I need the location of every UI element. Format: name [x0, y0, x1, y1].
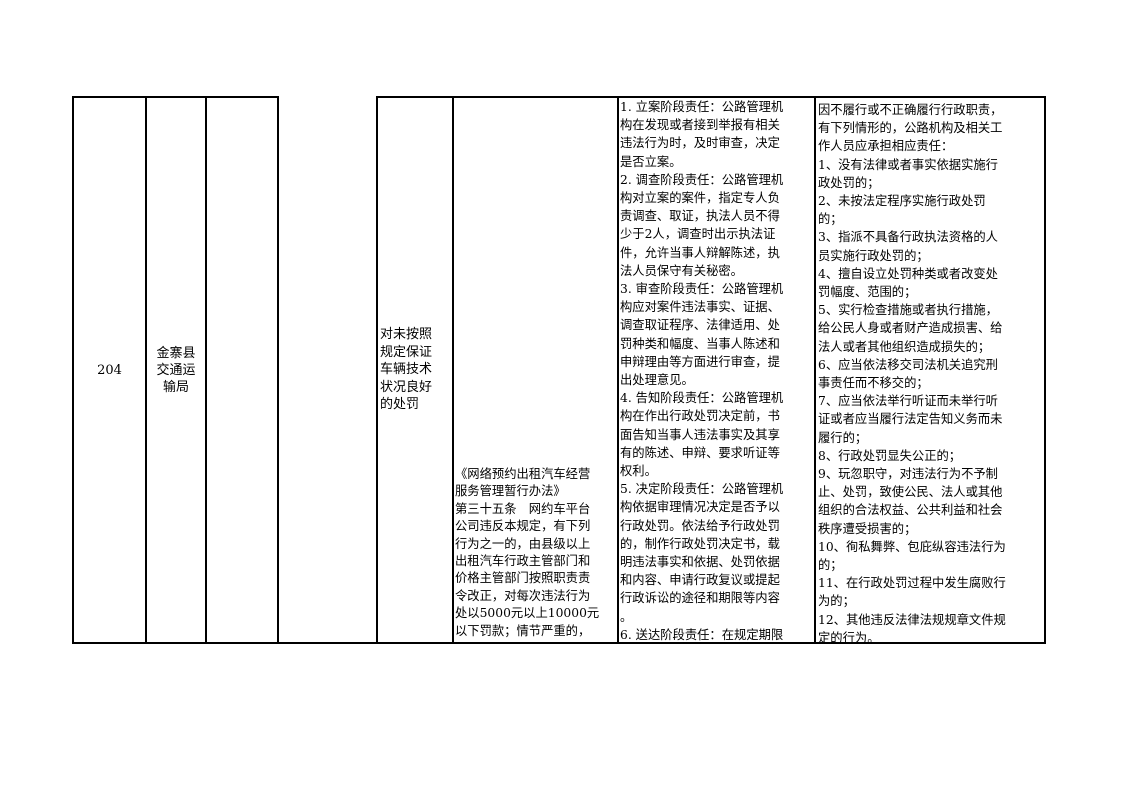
accountability-line: 12、其他违反法律法规规章文件规: [818, 612, 1006, 627]
responsibility-line: 件，允许当事人辩解陈述，执: [620, 245, 780, 260]
column-divider-7: [814, 96, 816, 644]
basis-line: 以下罚款；情节严重的，: [455, 623, 591, 638]
responsibility-line: 的，制作行政处罚决定书，载: [620, 536, 780, 551]
item-name: 对未按照 规定保证 车辆技术 状况良好 的处罚: [380, 326, 432, 414]
accountability-line: 组织的合法权益、公共利益和社会: [818, 503, 1003, 518]
responsibility-line: 责调查、取证，执法人员不得: [620, 209, 780, 224]
responsibility-line: 是否立案。: [620, 154, 682, 169]
accountability-line: 作人员应承担相应责任：: [818, 139, 954, 154]
column-divider-5: [452, 96, 454, 644]
department-line: 交通运: [156, 362, 196, 378]
legal-basis-cell: 《网络预约出租汽车经营 服务管理暂行办法》 第三十五条 网约车平台 公司违反本规…: [455, 466, 617, 650]
accountability-line: 为的；: [818, 594, 855, 609]
accountability-line: 4、擅自设立处罚种类或者改变处: [818, 266, 998, 281]
responsibility-line: 5. 决定阶段责任：公路管理机: [620, 482, 784, 497]
responsibility-line: 行政诉讼的途径和期限等内容: [620, 591, 780, 606]
responsibility-line: 构在作出行政处罚决定前，书: [620, 409, 780, 424]
item-line: 的处罚: [380, 397, 420, 413]
responsibility-line: 构依据审理情况决定是否予以: [620, 500, 780, 515]
item-line: 车辆技术: [380, 362, 433, 378]
responsibility-line: 构在发现或者接到举报有相关: [620, 118, 780, 133]
accountability-line: 有下列情形的，公路机构及相关工: [818, 121, 1003, 136]
accountability-line: 7、应当依法举行听证而未举行听: [818, 394, 998, 409]
responsibility-line: 行政处罚。依法给予行政处罚: [620, 518, 780, 533]
responsibility-line: 少于2人，调查时出示执法证: [620, 227, 776, 242]
basis-line: 令改正，对每次违法行为: [455, 588, 591, 603]
item-line: 规定保证: [380, 344, 433, 360]
item-line: 状况良好: [380, 379, 433, 395]
basis-line: 第三十五条 网约车平台: [455, 501, 591, 516]
responsibility-line: 违法行为时，及时审查，决定: [620, 136, 780, 151]
responsibility-line: 面告知当事人违法事实及其享: [620, 427, 780, 442]
responsibility-line: 3. 审查阶段责任：公路管理机: [620, 282, 784, 297]
basis-line: 公司违反本规定，有下列: [455, 519, 591, 534]
responsibility-line: 出处理意见。: [620, 373, 694, 388]
accountability-cell: 因不履行或不正确履行行政职责， 有下列情形的，公路机构及相关工 作人员应承担相应…: [818, 101, 1044, 642]
basis-line: 行为之一的，由县级以上: [455, 536, 591, 551]
responsibility-line: 构应对案件违法事实、证据、: [620, 300, 780, 315]
accountability-line: 止、处罚，致使公民、法人或其他: [818, 485, 1003, 500]
column-divider-1: [145, 96, 147, 644]
accountability-line: 因不履行或不正确履行行政职责，: [818, 103, 1003, 117]
accountability-line: 10、徇私舞弊、包庇纵容违法行为: [818, 539, 1006, 554]
responsibility-line: 6. 送达阶段责任：在规定期限: [620, 627, 784, 642]
item-line: 对未按照: [380, 327, 433, 343]
row-number: 204: [74, 98, 145, 642]
department-name: 金寨县 交通运 输局: [156, 345, 195, 396]
basis-line: 服务管理暂行办法》: [455, 484, 566, 499]
accountability-line: 员实施行政处罚的；: [818, 248, 929, 263]
department-cell: 金寨县 交通运 输局: [147, 98, 205, 642]
accountability-line: 的；: [818, 558, 843, 573]
responsibility-cell: 1. 立案阶段责任：公路管理机 构在发现或者接到举报有相关 违法行为时，及时审查…: [620, 98, 814, 650]
basis-line: 价格主管部门按照职责责: [455, 571, 591, 586]
accountability-line: 事责任而不移交的；: [818, 376, 929, 391]
responsibility-line: 申辩理由等方面进行审查，提: [620, 354, 780, 369]
accountability-line: 法人或者其他组织造成损失的；: [818, 339, 991, 354]
responsibility-line: 构对立案的案件，指定专人负: [620, 191, 780, 206]
accountability-line: 11、在行政处罚过程中发生腐败行: [818, 576, 1006, 591]
accountability-line: 5、实行检查措施或者执行措施，: [818, 303, 998, 318]
accountability-line: 秩序遭受损害的；: [818, 521, 917, 536]
responsibility-line: 权利。: [620, 464, 657, 479]
item-name-cell: 对未按照 规定保证 车辆技术 状况良好 的处罚: [380, 98, 452, 642]
responsibility-line: 1. 立案阶段责任：公路管理机: [620, 100, 784, 114]
accountability-line: 履行的；: [818, 430, 868, 445]
responsibility-line: 4. 告知阶段责任：公路管理机: [620, 391, 784, 406]
accountability-line: 8、行政处罚显失公正的；: [818, 448, 962, 463]
accountability-line: 的；: [818, 212, 843, 227]
responsibility-line: 调查取证程序、法律适用、处: [620, 318, 780, 333]
accountability-line: 1、没有法律或者事实依据实施行: [818, 157, 998, 172]
responsibility-line: 和内容、申请行政复议或提起: [620, 573, 780, 588]
responsibility-line: 罚种类和幅度、当事人陈述和: [620, 336, 780, 351]
accountability-line: 给公民人身或者财产造成损害、给: [818, 321, 1003, 336]
responsibility-line: 2. 调查阶段责任：公路管理机: [620, 172, 784, 187]
basis-line: 处以5000元以上10000元: [455, 606, 600, 621]
responsibility-line: 。: [620, 609, 633, 624]
column-divider-3: [277, 96, 279, 644]
responsibility-line: 明违法事实和依据、处罚依据: [620, 555, 780, 570]
table-border-right: [1044, 96, 1046, 644]
accountability-line: 政处罚的；: [818, 175, 880, 190]
row-top-border-left: [72, 96, 278, 98]
basis-line: 《网络预约出租汽车经营: [455, 467, 591, 481]
row-bottom-border: [72, 642, 1046, 644]
row-top-border-right: [376, 96, 1046, 98]
department-line: 金寨县: [156, 345, 196, 361]
responsibility-line: 法人员保守有关秘密。: [620, 263, 743, 278]
accountability-line: 3、指派不具备行政执法资格的人: [818, 230, 998, 245]
accountability-line: 证或者应当履行法定告知义务而未: [818, 412, 1003, 427]
accountability-line: 6、应当依法移交司法机关追究刑: [818, 357, 998, 372]
table-border-left: [72, 96, 74, 644]
column-divider-4: [376, 96, 378, 644]
accountability-line: 罚幅度、范围的；: [818, 285, 917, 300]
accountability-line: 9、玩忽职守，对违法行为不予制: [818, 467, 998, 482]
row-number-text: 204: [97, 362, 122, 378]
column-divider-6: [617, 96, 619, 644]
accountability-line: 2、未按法定程序实施行政处罚: [818, 194, 986, 209]
basis-line: 出租汽车行政主管部门和: [455, 554, 591, 569]
department-line: 输局: [162, 379, 189, 395]
column-divider-2: [205, 96, 207, 644]
accountability-line: 定的行为。: [818, 630, 880, 642]
responsibility-line: 有的陈述、申辩、要求听证等: [620, 445, 780, 460]
